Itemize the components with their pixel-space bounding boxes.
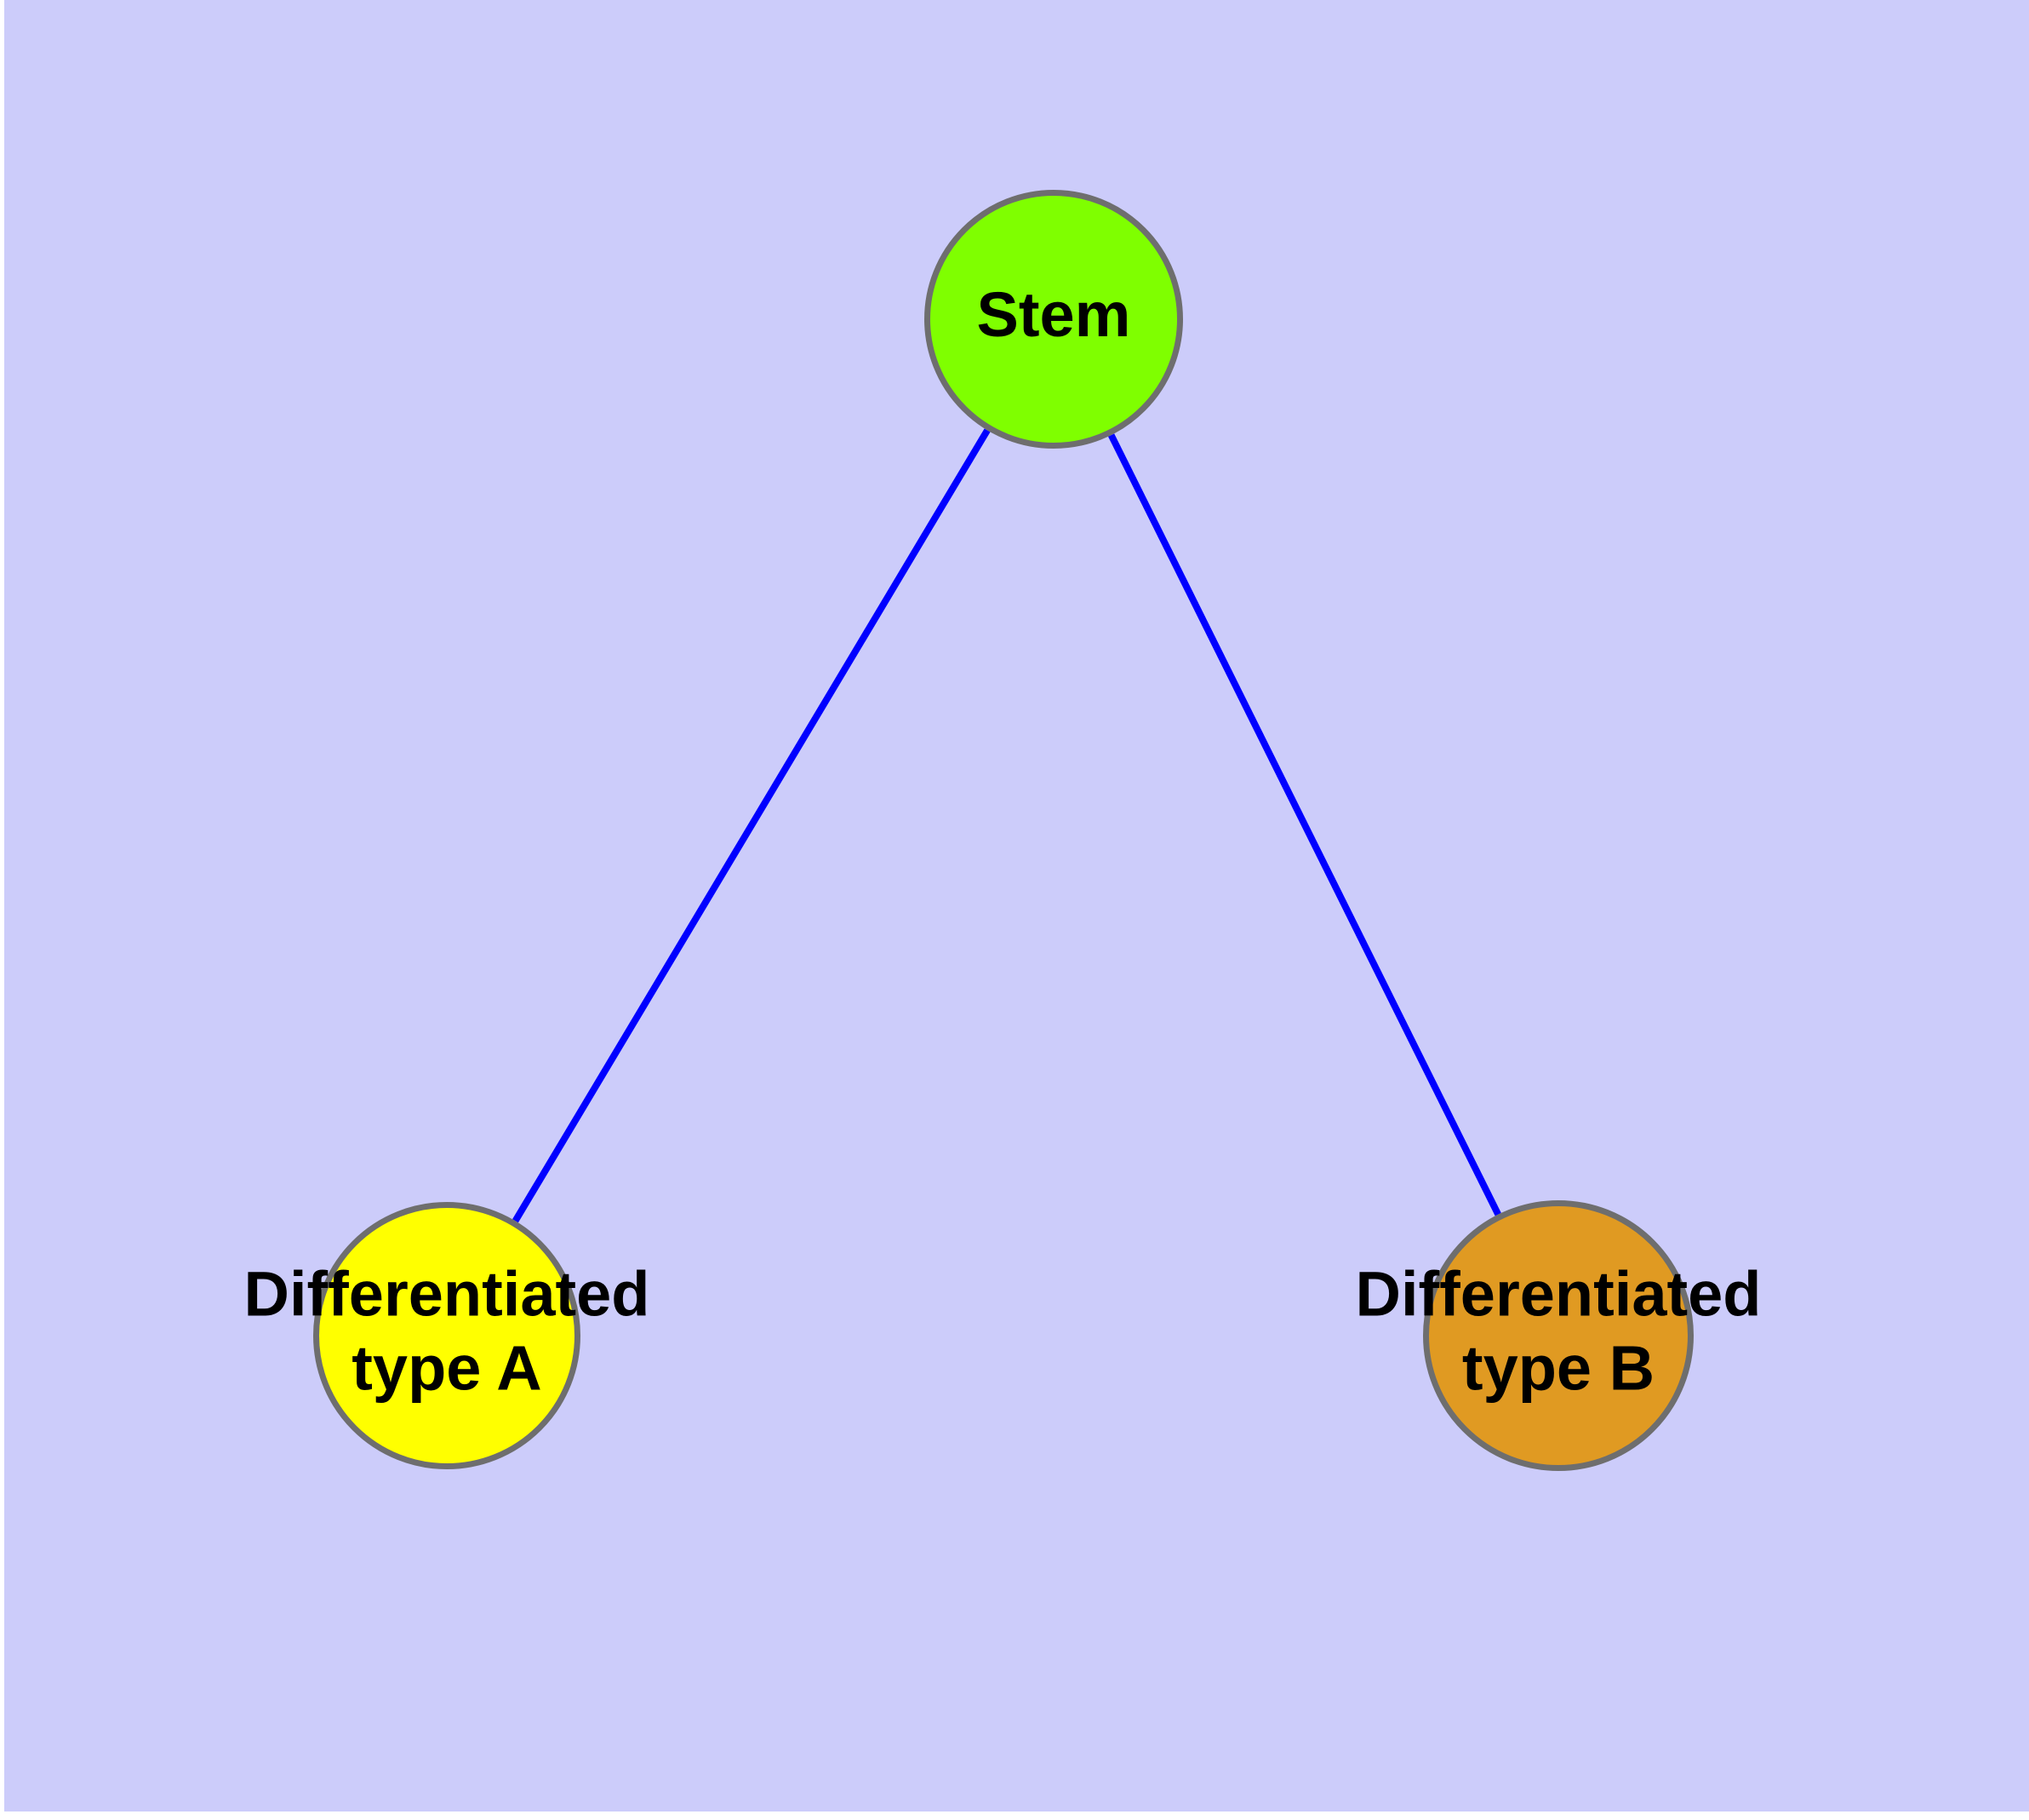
node-circle-stem[interactable]	[924, 190, 1183, 449]
node-label-stem: Stem	[977, 279, 1131, 350]
graph-node-stem[interactable]: Stem	[924, 190, 1183, 449]
edge-stem-diff-b	[1108, 433, 1501, 1216]
node-circle-diff-b[interactable]	[1423, 1200, 1694, 1471]
node-label-line: type A	[352, 1332, 541, 1403]
node-label-line: Differentiated	[244, 1258, 650, 1329]
node-label-line: Stem	[977, 279, 1131, 350]
edge-layer	[512, 428, 1501, 1223]
edge-stem-diff-a	[512, 428, 991, 1223]
node-label-line: Differentiated	[1356, 1258, 1762, 1329]
node-label-line: type B	[1462, 1332, 1655, 1403]
node-circle-diff-a[interactable]	[313, 1202, 580, 1469]
